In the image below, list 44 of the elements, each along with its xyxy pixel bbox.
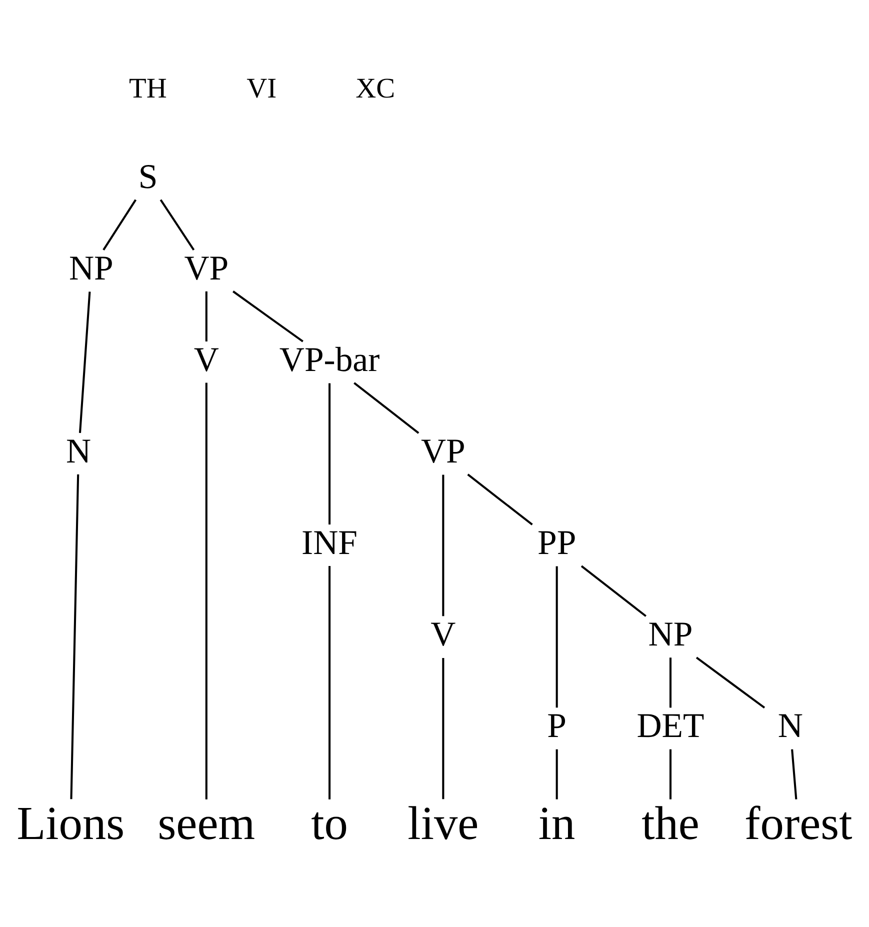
node-text: DET: [636, 706, 704, 745]
node-text: forest: [744, 797, 852, 850]
connector: [442, 657, 444, 799]
node-text: VP: [420, 431, 466, 470]
label: XC: [356, 73, 396, 104]
node-text: in: [538, 797, 576, 850]
node-text: Lions: [16, 797, 125, 850]
node-text: PP: [538, 522, 576, 562]
node-text: N: [66, 431, 92, 470]
connector: [102, 198, 137, 250]
node-text: VP-bar: [279, 340, 380, 379]
node-text: INF: [302, 522, 358, 562]
connector: [556, 566, 558, 708]
connector: [467, 473, 533, 525]
connector: [205, 290, 208, 341]
node-text: the: [642, 797, 700, 850]
connector: [556, 748, 558, 799]
connector: [696, 656, 766, 708]
node-text: NP: [68, 248, 114, 287]
connector: [791, 748, 798, 799]
label: VI: [246, 73, 277, 104]
node-text: P: [547, 706, 566, 745]
connector: [442, 474, 444, 616]
connector: [328, 382, 331, 524]
connector: [328, 566, 331, 799]
node-text: NP: [648, 614, 693, 654]
node-text: S: [138, 156, 158, 196]
connector: [354, 382, 420, 434]
connector: [669, 748, 672, 799]
node-text: to: [311, 797, 348, 850]
node-text: seem: [158, 797, 256, 850]
node-text: N: [778, 706, 803, 745]
connector: [669, 657, 672, 708]
connector: [160, 198, 195, 250]
connector: [580, 564, 646, 616]
connector: [78, 291, 91, 433]
connector: [205, 382, 208, 799]
node-text: V: [430, 614, 456, 654]
label: TH: [129, 73, 167, 104]
node-text: V: [194, 340, 219, 379]
connector: [232, 290, 304, 342]
node-text: live: [408, 797, 479, 850]
node-text: VP: [184, 248, 229, 287]
connector: [70, 474, 80, 799]
